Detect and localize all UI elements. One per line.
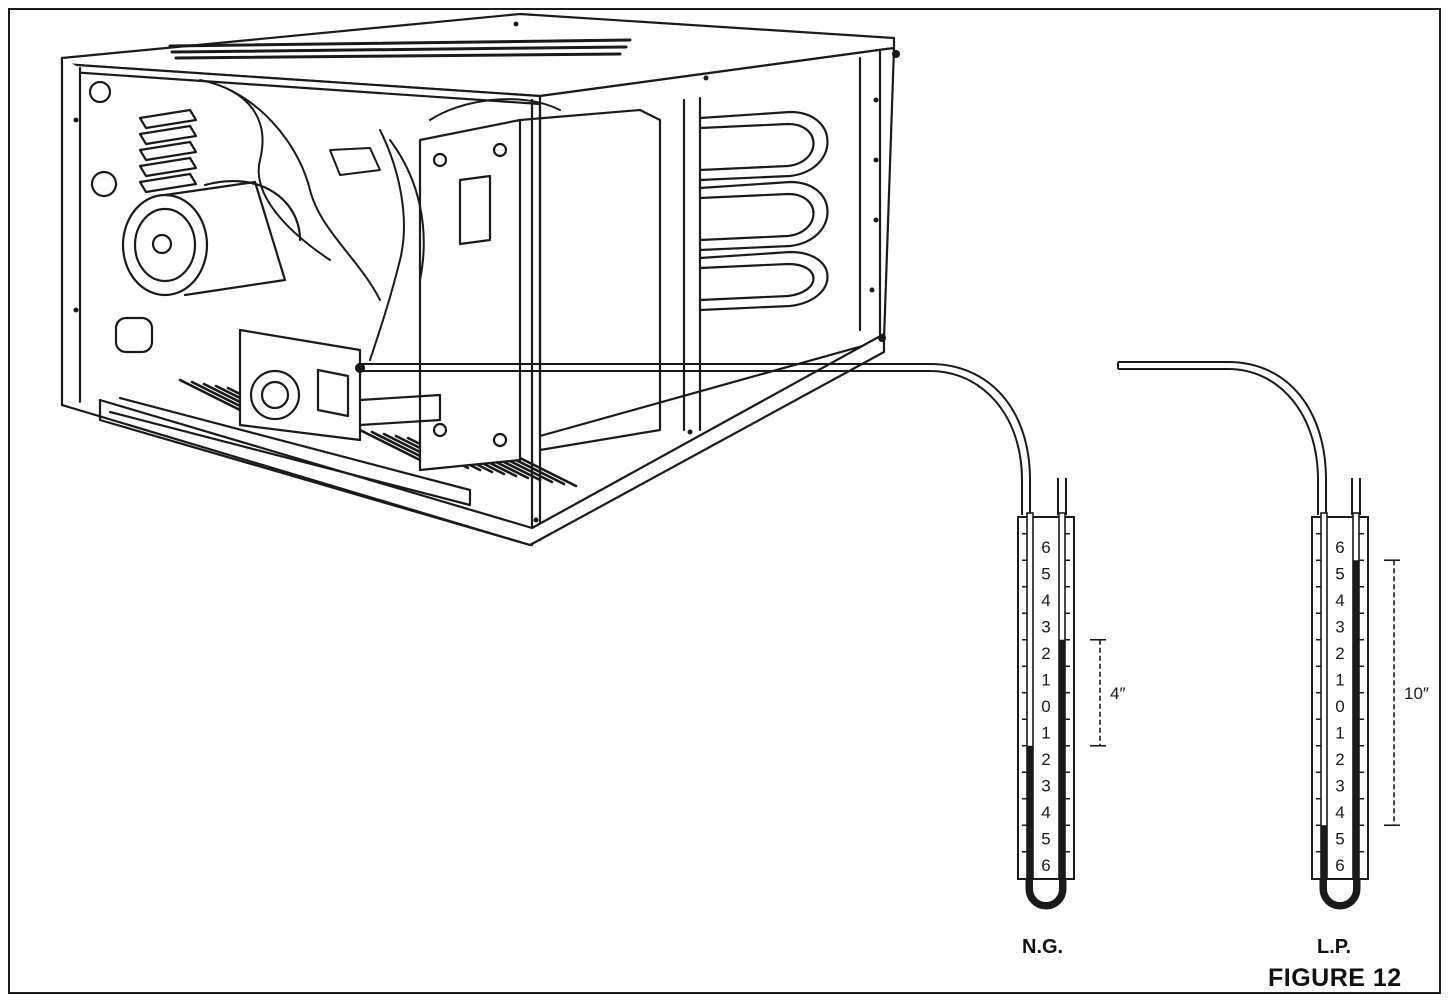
lp-left-tube — [1320, 512, 1328, 880]
ng-scale-label: 2 — [1041, 750, 1050, 769]
lp-scale-label: 3 — [1335, 777, 1344, 796]
lp-scale-label: 2 — [1335, 750, 1344, 769]
lp-scale-label: 5 — [1335, 565, 1344, 584]
lp-label: L.P. — [1317, 936, 1352, 958]
lp-hose — [1117, 361, 1327, 515]
ng-scale-label: 6 — [1041, 538, 1050, 557]
lp-scale-label: 1 — [1335, 724, 1344, 743]
lp-scale-label: 2 — [1335, 644, 1344, 663]
heat-exchanger-tubes — [698, 110, 829, 312]
ng-u-bend-liquid — [1027, 879, 1065, 908]
wiring — [199, 79, 561, 361]
gas-valve — [238, 328, 442, 442]
ng-measurement: 4″ — [1110, 684, 1125, 703]
ng-left-liquid — [1027, 745, 1033, 885]
frame-screws — [73, 21, 900, 523]
lp-scale-label: 4 — [1335, 591, 1344, 610]
ng-right-liquid — [1059, 639, 1065, 885]
ng-label: N.G. — [1022, 936, 1064, 958]
top-vent — [168, 38, 632, 60]
lp-scale-label: 0 — [1335, 697, 1344, 716]
control-board — [418, 108, 662, 472]
lp-scale-label: 6 — [1335, 538, 1344, 557]
ng-scale-label: 4 — [1041, 803, 1050, 822]
ng-scale-label: 5 — [1041, 565, 1050, 584]
lp-scale-label: 4 — [1335, 803, 1344, 822]
lp-scale-label: 5 — [1335, 830, 1344, 849]
lp-scale-label: 3 — [1335, 618, 1344, 637]
ng-hose — [358, 363, 1031, 515]
ng-scale-label: 4 — [1041, 591, 1050, 610]
ng-scale-label: 1 — [1041, 671, 1050, 690]
side-louvers — [138, 108, 198, 194]
ng-scale-label: 3 — [1041, 618, 1050, 637]
lp-left-liquid — [1321, 825, 1327, 885]
lp-measurement: 10″ — [1404, 684, 1429, 703]
furnace-unit — [60, 12, 900, 547]
lp-scale-label: 6 — [1335, 856, 1344, 875]
figure-caption: FIGURE 12 — [1268, 964, 1402, 992]
ng-scale-label: 3 — [1041, 777, 1050, 796]
blower-motor — [121, 180, 302, 297]
ng-scale-label: 5 — [1041, 830, 1050, 849]
ng-scale-label: 2 — [1041, 644, 1050, 663]
lp-u-bend-liquid — [1321, 879, 1359, 908]
ng-scale-label: 0 — [1041, 697, 1050, 716]
ng-scale-label: 1 — [1041, 724, 1050, 743]
lp-right-liquid — [1353, 560, 1359, 885]
ng-scale-label: 6 — [1041, 856, 1050, 875]
figure-border — [8, 8, 1441, 994]
lp-scale-label: 1 — [1335, 671, 1344, 690]
manometers: 6 5 4 3 2 1 0 1 2 3 4 5 6 4″ 6 5 4 3 2 1 0 1 2 3 4 5 6 10″ — [1017, 512, 1429, 910]
